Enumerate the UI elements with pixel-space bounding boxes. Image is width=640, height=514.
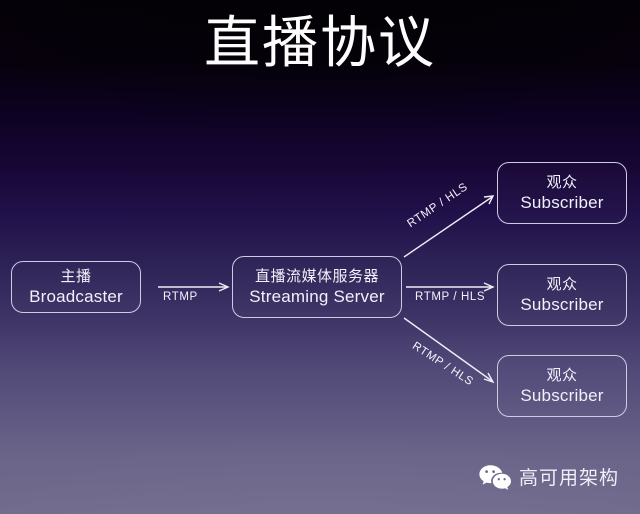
node-streaming-server[interactable]: 直播流媒体服务器 Streaming Server [232, 256, 402, 318]
node-subscriber-3[interactable]: 观众 Subscriber [497, 355, 627, 417]
node-subscriber-3-cn: 观众 [546, 366, 578, 384]
edge-server-to-subscriber-1 [403, 195, 495, 258]
node-subscriber-1[interactable]: 观众 Subscriber [497, 162, 627, 224]
node-streaming-server-en: Streaming Server [249, 287, 385, 306]
edge-label-rtmp: RTMP [163, 291, 198, 303]
page-title: 直播协议 [204, 11, 436, 76]
watermark-text: 高可用架构 [519, 467, 620, 489]
node-subscriber-1-en: Subscriber [520, 193, 604, 212]
node-subscriber-3-en: Subscriber [520, 386, 604, 405]
node-subscriber-1-cn: 观众 [546, 173, 578, 191]
node-broadcaster-cn: 主播 [60, 267, 92, 285]
edge-server-to-subscriber-2 [406, 282, 495, 292]
node-streaming-server-cn: 直播流媒体服务器 [254, 267, 379, 285]
node-broadcaster[interactable]: 主播 Broadcaster [11, 261, 141, 313]
watermark: 高可用架构 [478, 463, 619, 493]
node-broadcaster-en: Broadcaster [29, 287, 123, 306]
wechat-icon [478, 463, 512, 493]
node-subscriber-2[interactable]: 观众 Subscriber [497, 264, 627, 326]
edge-server-to-subscriber-3 [403, 317, 495, 384]
edge-label-rtmp-hls-middle: RTMP / HLS [415, 291, 486, 303]
node-subscriber-2-cn: 观众 [546, 275, 578, 293]
node-subscriber-2-en: Subscriber [520, 295, 604, 314]
edge-broadcaster-to-server [158, 282, 230, 292]
